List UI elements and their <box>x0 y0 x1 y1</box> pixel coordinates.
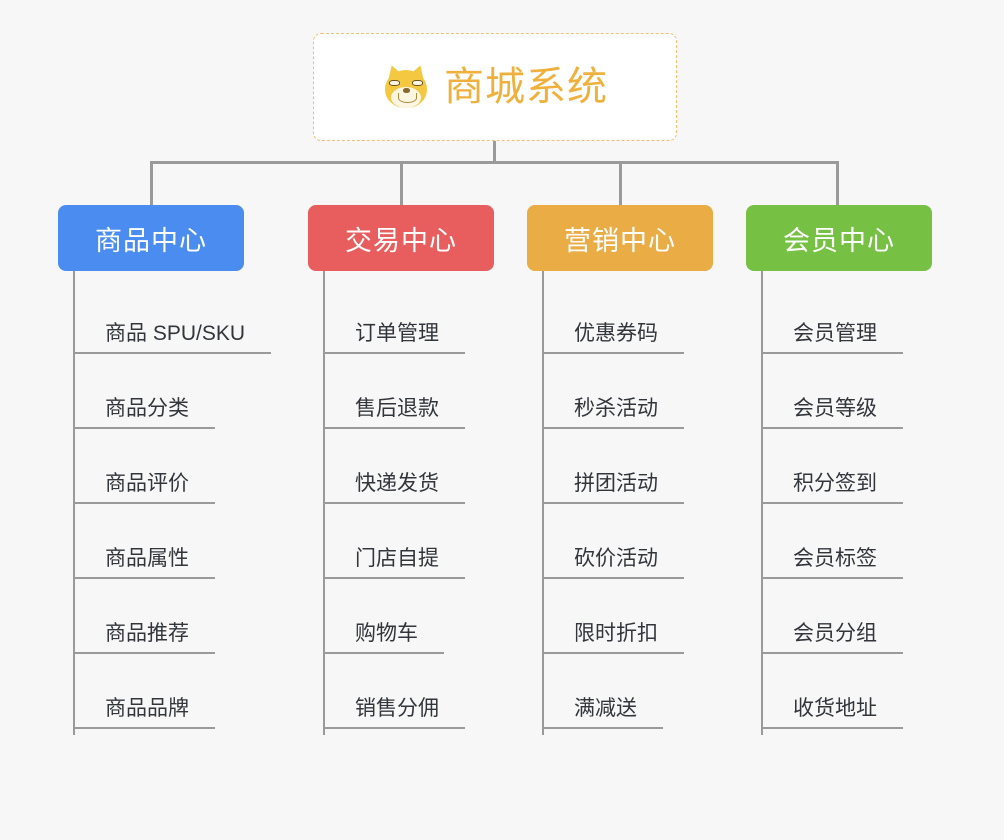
leaf-item[interactable]: 商品品牌 <box>75 660 244 735</box>
leaf-item-label: 商品属性 <box>75 547 215 579</box>
category-header[interactable]: 商品中心 <box>58 205 244 271</box>
leaf-item[interactable]: 销售分佣 <box>325 660 494 735</box>
category-header[interactable]: 会员中心 <box>746 205 932 271</box>
leaf-rail: 会员管理会员等级积分签到会员标签会员分组收货地址 <box>761 271 932 735</box>
leaf-item[interactable]: 拼团活动 <box>544 435 713 510</box>
leaf-item-label: 快递发货 <box>325 472 465 504</box>
leaf-item[interactable]: 会员分组 <box>763 585 932 660</box>
category-header[interactable]: 营销中心 <box>527 205 713 271</box>
leaf-item-label: 售后退款 <box>325 397 465 429</box>
leaf-item-label: 订单管理 <box>325 322 465 354</box>
leaf-item[interactable]: 商品 SPU/SKU <box>75 285 272 360</box>
connector-drop-4 <box>836 161 839 205</box>
leaf-item-label: 商品 SPU/SKU <box>75 322 272 354</box>
leaf-item[interactable]: 商品分类 <box>75 360 244 435</box>
shiba-inu-face-icon <box>382 62 430 111</box>
leaf-item[interactable]: 购物车 <box>325 585 494 660</box>
category-column: 交易中心订单管理售后退款快递发货门店自提购物车销售分佣 <box>308 205 494 735</box>
leaf-item-label: 积分签到 <box>763 472 903 504</box>
category-header[interactable]: 交易中心 <box>308 205 494 271</box>
leaf-item[interactable]: 优惠券码 <box>544 285 713 360</box>
connector-drop-3 <box>619 161 622 205</box>
connector-bus <box>150 161 839 164</box>
leaf-item[interactable]: 门店自提 <box>325 510 494 585</box>
category-column: 会员中心会员管理会员等级积分签到会员标签会员分组收货地址 <box>746 205 932 735</box>
leaf-item[interactable]: 会员等级 <box>763 360 932 435</box>
leaf-item[interactable]: 商品评价 <box>75 435 244 510</box>
leaf-item[interactable]: 收货地址 <box>763 660 932 735</box>
leaf-item[interactable]: 商品推荐 <box>75 585 244 660</box>
root-title: 商城系统 <box>444 65 608 109</box>
leaf-item-label: 销售分佣 <box>325 697 465 729</box>
leaf-item-label: 商品品牌 <box>75 697 215 729</box>
leaf-rail: 商品 SPU/SKU 商品分类商品评价商品属性商品推荐商品品牌 <box>73 271 272 735</box>
leaf-item-label: 砍价活动 <box>544 547 684 579</box>
leaf-item-label: 收货地址 <box>763 697 903 729</box>
leaf-item[interactable]: 售后退款 <box>325 360 494 435</box>
leaf-item-label: 商品推荐 <box>75 622 215 654</box>
leaf-item[interactable]: 限时折扣 <box>544 585 713 660</box>
leaf-item-label: 商品分类 <box>75 397 215 429</box>
leaf-rail: 订单管理售后退款快递发货门店自提购物车销售分佣 <box>323 271 494 735</box>
leaf-item-label: 购物车 <box>325 622 444 654</box>
leaf-item[interactable]: 积分签到 <box>763 435 932 510</box>
leaf-item-label: 拼团活动 <box>544 472 684 504</box>
leaf-item[interactable]: 会员标签 <box>763 510 932 585</box>
leaf-item[interactable]: 满减送 <box>544 660 713 735</box>
connector-drop-1 <box>150 161 153 205</box>
leaf-item-label: 满减送 <box>544 697 663 729</box>
leaf-item-label: 优惠券码 <box>544 322 684 354</box>
category-column: 营销中心优惠券码秒杀活动拼团活动砍价活动限时折扣满减送 <box>527 205 713 735</box>
connector-drop-2 <box>400 161 403 205</box>
leaf-item[interactable]: 订单管理 <box>325 285 494 360</box>
leaf-item-label: 会员管理 <box>763 322 903 354</box>
leaf-item[interactable]: 秒杀活动 <box>544 360 713 435</box>
category-column: 商品中心商品 SPU/SKU 商品分类商品评价商品属性商品推荐商品品牌 <box>58 205 272 735</box>
leaf-item[interactable]: 快递发货 <box>325 435 494 510</box>
leaf-item-label: 会员分组 <box>763 622 903 654</box>
leaf-item-label: 秒杀活动 <box>544 397 684 429</box>
leaf-item-label: 门店自提 <box>325 547 465 579</box>
leaf-item-label: 会员等级 <box>763 397 903 429</box>
leaf-item[interactable]: 会员管理 <box>763 285 932 360</box>
leaf-item-label: 限时折扣 <box>544 622 684 654</box>
leaf-item-label: 会员标签 <box>763 547 903 579</box>
leaf-rail: 优惠券码秒杀活动拼团活动砍价活动限时折扣满减送 <box>542 271 713 735</box>
leaf-item-label: 商品评价 <box>75 472 215 504</box>
root-node[interactable]: 商城系统 <box>313 33 677 141</box>
connector-trunk <box>493 141 496 163</box>
leaf-item[interactable]: 砍价活动 <box>544 510 713 585</box>
leaf-item[interactable]: 商品属性 <box>75 510 244 585</box>
